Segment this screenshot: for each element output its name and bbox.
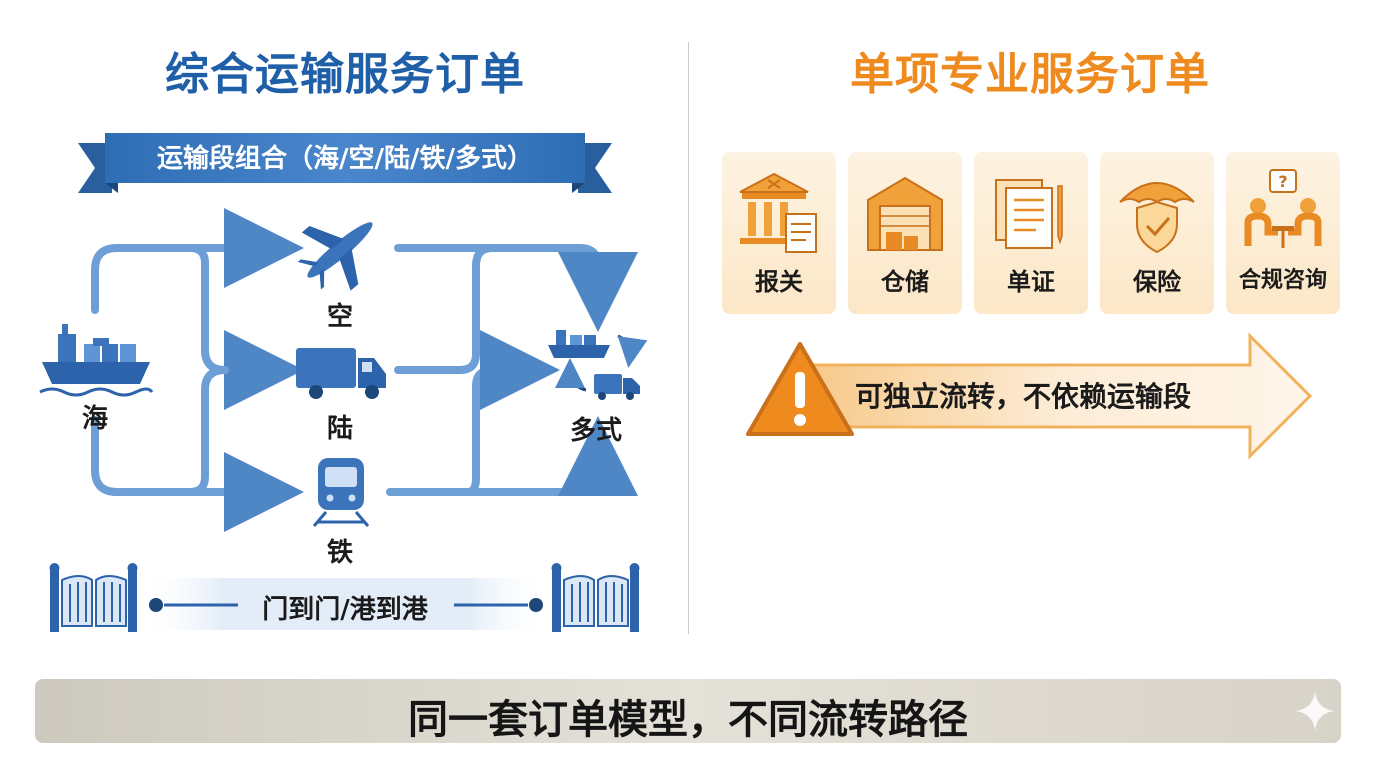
node-label-air: 空 <box>326 302 353 332</box>
service-card-customs: 报关 <box>722 152 836 314</box>
transport-segment-banner: 运输段组合（海/空/陆/铁/多式） <box>157 144 533 174</box>
insurance-umbrella-shield-icon <box>1119 182 1195 254</box>
right-gate-icon <box>551 563 640 632</box>
air-to-multimodal-arrow <box>394 244 638 332</box>
route-end-dot <box>529 598 543 612</box>
footer-banner: 同一套订单模型，不同流转路径 <box>35 679 1341 743</box>
footer-slogan: 同一套订单模型，不同流转路径 <box>408 697 968 743</box>
column-divider <box>688 42 689 634</box>
svg-text:?: ? <box>1278 172 1287 191</box>
train-icon <box>312 458 370 527</box>
node-label-sea: 海 <box>81 404 108 434</box>
comprehensive-order-title: 综合运输服务订单 <box>165 49 525 100</box>
consulting-icon: ? <box>1244 169 1322 248</box>
route-start-dot <box>149 598 163 612</box>
warehouse-icon <box>867 176 943 251</box>
service-card-insurance: 保险 <box>1100 152 1214 314</box>
service-label-consulting: 合规咨询 <box>1238 268 1327 293</box>
service-card-consulting: ? 合规咨询 <box>1226 152 1340 314</box>
node-label-multimodal: 多式 <box>569 416 622 446</box>
customs-building-icon <box>739 172 817 253</box>
cargo-ship-icon <box>39 324 154 397</box>
land-merge-route <box>394 244 496 374</box>
service-label-documents: 单证 <box>1007 268 1055 296</box>
node-label-rail: 铁 <box>326 538 353 568</box>
truck-icon <box>296 348 386 399</box>
service-card-documents: 单证 <box>974 152 1088 314</box>
warning-icon <box>746 342 854 436</box>
service-card-warehouse: 仓储 <box>848 152 962 314</box>
service-label-customs: 报关 <box>755 268 803 296</box>
door-to-door-label: 门到门/港到港 <box>262 595 428 625</box>
rail-to-multimodal-arrow <box>386 416 638 496</box>
rail-to-ship-arrow <box>464 330 560 496</box>
flow-lines <box>91 208 638 532</box>
left-gate-icon <box>49 563 138 632</box>
documents-icon <box>995 179 1063 249</box>
banner-ribbon <box>78 133 612 193</box>
independent-flow-arrow <box>746 332 1313 460</box>
sparkle-icon <box>1295 691 1335 731</box>
service-label-warehouse: 仓储 <box>881 268 929 296</box>
independent-flow-notice: 可独立流转，不依赖运输段 <box>855 380 1192 413</box>
node-label-land: 陆 <box>326 414 353 444</box>
airplane-icon <box>297 222 373 291</box>
transport-flow-diagram <box>39 133 648 632</box>
service-label-insurance: 保险 <box>1133 268 1181 296</box>
multimodal-icon <box>548 330 648 400</box>
single-service-order-title: 单项专业服务订单 <box>850 49 1210 100</box>
